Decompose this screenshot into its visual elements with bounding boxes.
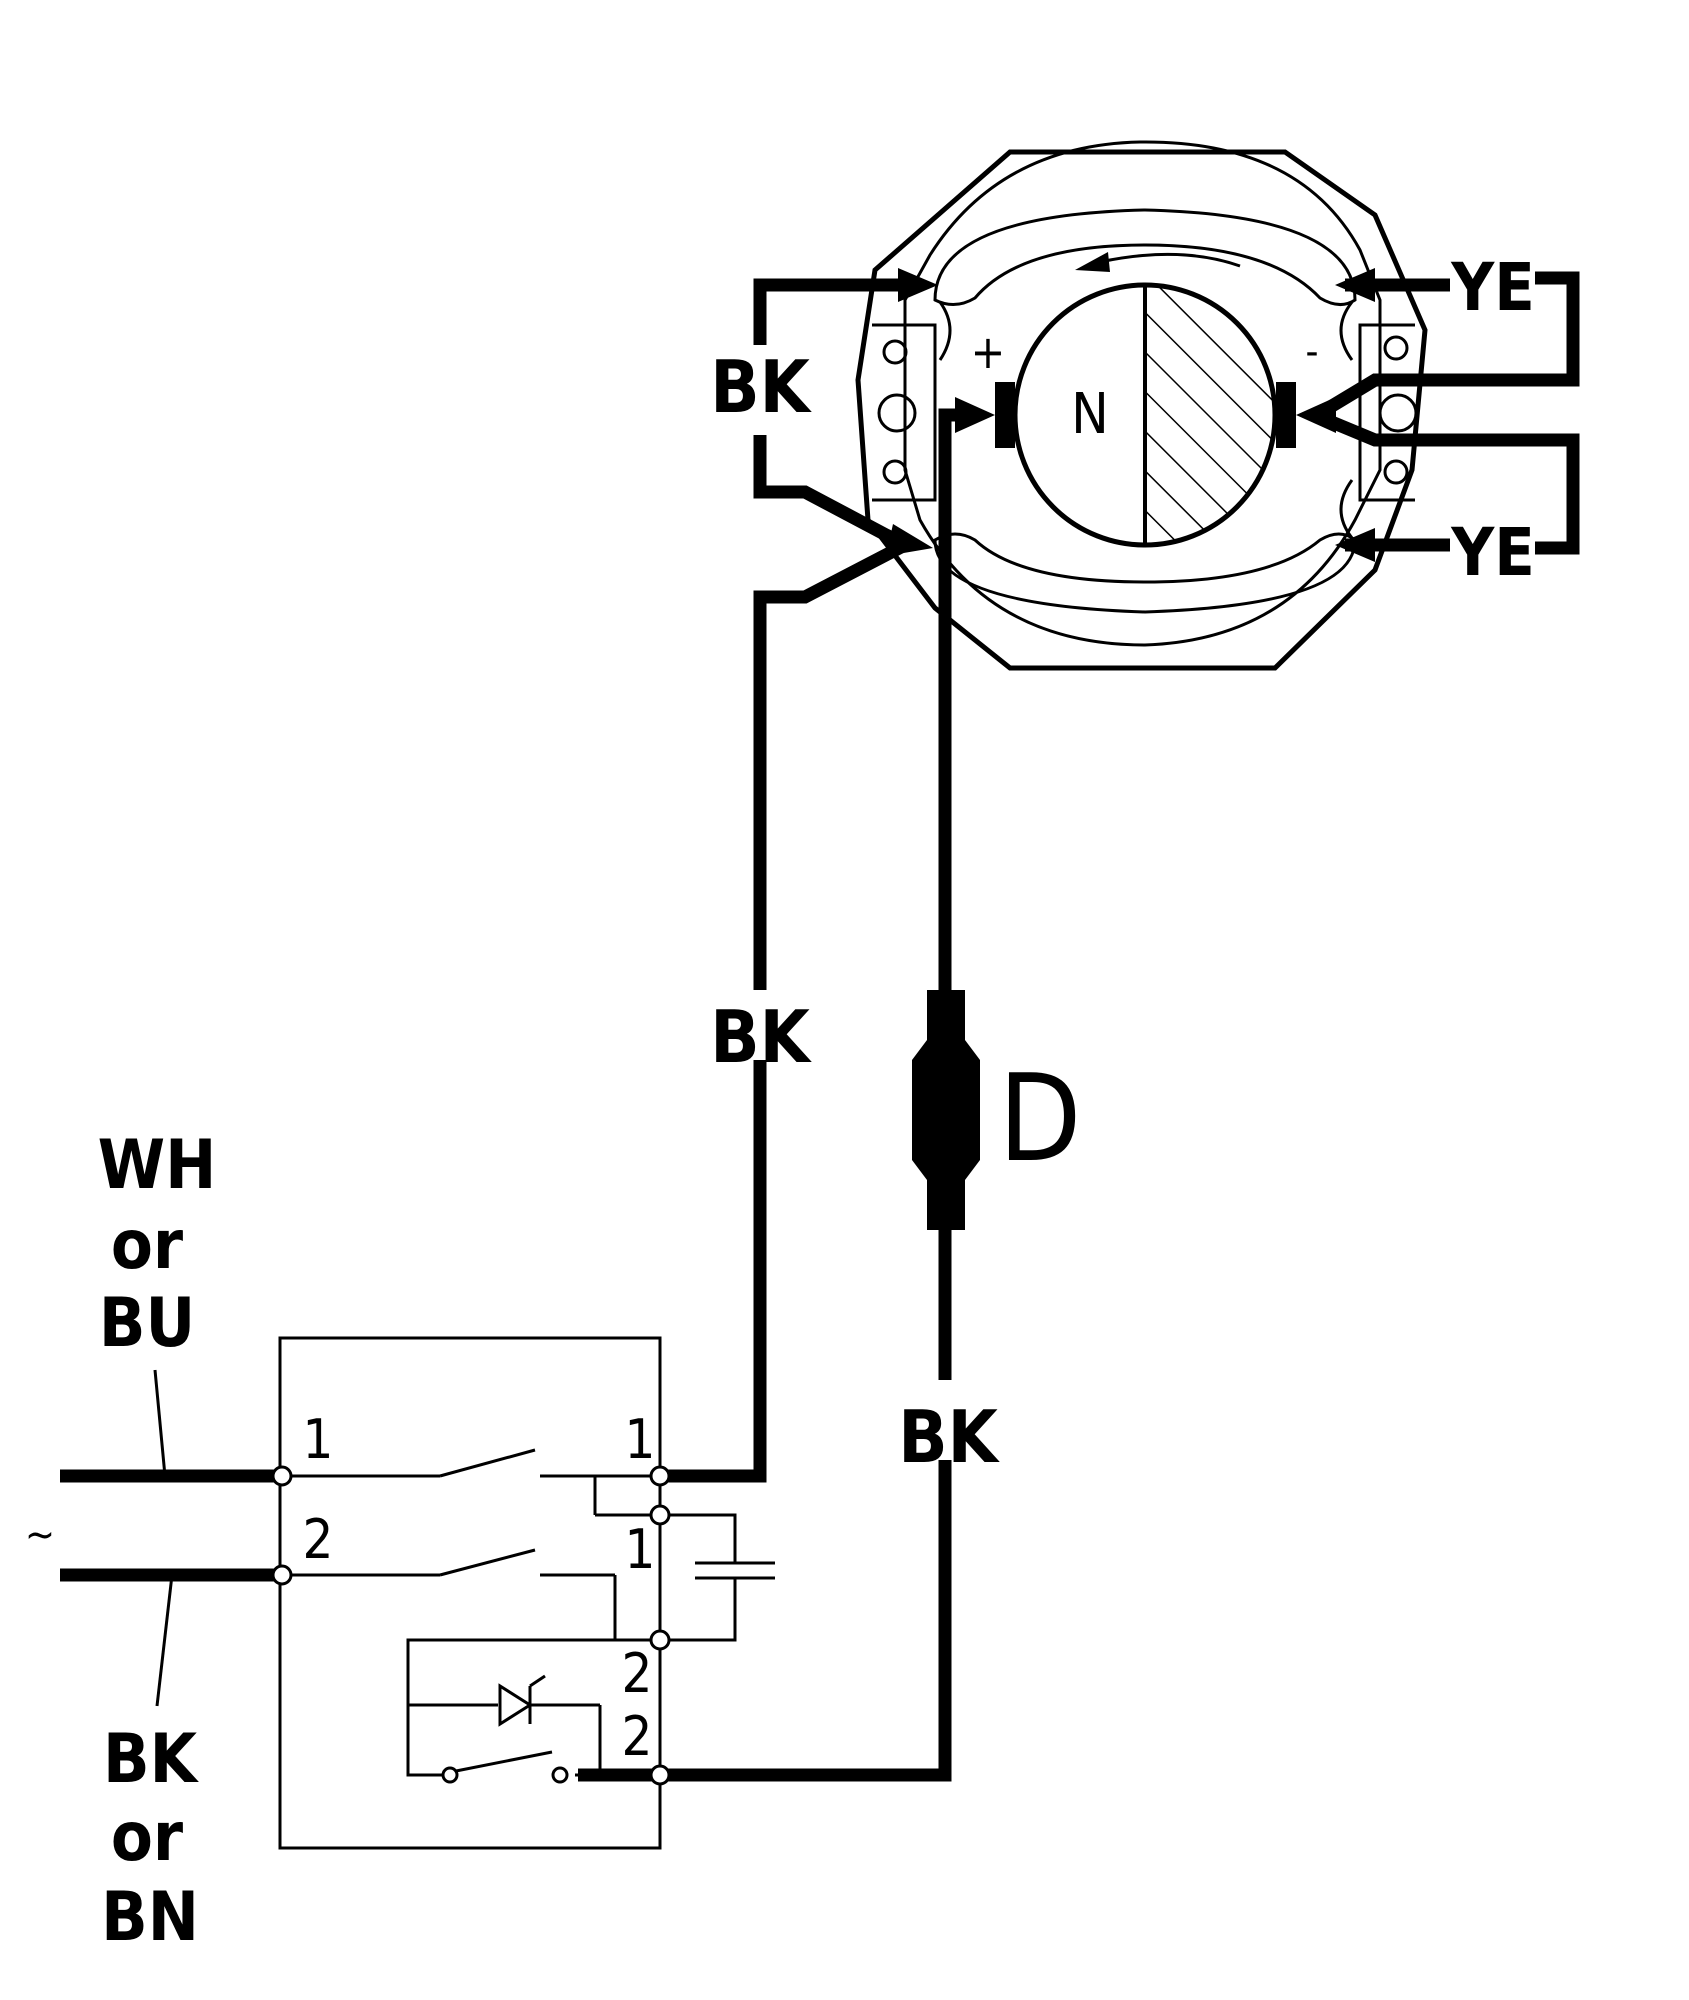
terminal-label-right-2a: 2 [622,1642,653,1705]
bk-label-lower: BK [898,1395,1000,1479]
mains-top-color-line1: WH [98,1126,217,1205]
motor-inner-outline [903,140,1382,647]
bk-wire-switch-to-field [660,1060,767,1483]
mains-bottom-color-line3: BN [101,1878,199,1957]
thermal-switch-contact [455,1750,553,1773]
minus-brush [1276,382,1296,448]
terminal-label-left-1: 1 [303,1408,334,1471]
arrowhead-icon [898,268,938,302]
thyristor-icon [498,1683,533,1727]
mounting-hole [1383,459,1409,485]
inline-component-d [912,990,980,1230]
ac-symbol: ~ [25,1512,55,1558]
motor-left-mounting-plate [872,323,937,502]
terminal-right-1b [649,1504,671,1526]
terminal-label-left-2: 2 [303,1508,334,1571]
plus-brush [995,382,1015,448]
mains-bottom-color-line1: BK [103,1720,200,1799]
terminal-left-2 [271,1564,293,1586]
ye-label-upper: YE [1450,249,1535,326]
leader-line-top [153,1369,167,1477]
bk-wire-switch-to-field-upper [753,539,908,990]
terminal-label-right-1a: 1 [625,1408,656,1471]
pole-piece-contour [938,301,1354,539]
bk-label-upper: BK [710,345,812,429]
switch-housing [278,1336,662,1850]
ye-label-lower: YE [1450,514,1535,591]
mains-top-color-line2: or [111,1206,184,1285]
upper-field-coil [933,208,1357,306]
contact-point [441,1766,459,1784]
contact-point [551,1766,569,1784]
lower-field-coil [933,532,1357,614]
terminal-right-2a [649,1629,671,1651]
magnet-pole-label: N [1071,382,1109,447]
mounting-hole [1378,393,1418,433]
bk-wire-field-link [753,435,909,551]
terminal-left-1 [271,1465,293,1487]
arrowhead-icon [1335,268,1375,302]
motor-wiring [578,268,1580,1782]
rotation-arrowhead-icon [1075,252,1110,272]
thyristor-gate [529,1674,546,1688]
mounting-hole [1383,335,1409,361]
terminal-label-right-2b: 2 [622,1705,653,1768]
mounting-hole [882,339,908,365]
armature-hatched-half [1143,282,1277,548]
bk-wire-plus-brush [938,408,968,990]
switch-contact-2 [439,1548,536,1577]
inline-component-label: D [998,1050,1081,1189]
motor-housing-outline [855,149,1428,671]
mounting-hole [882,459,908,485]
switch-contact-1 [439,1448,536,1478]
leader-line-bottom [155,1574,174,1707]
minus-sign: - [1306,329,1319,375]
capacitor-lead [660,1513,737,1563]
bk-wire-field-top [753,278,905,345]
capacitor-lead [660,1578,737,1642]
arrowhead-icon [1335,528,1375,562]
motor-right-mounting-plate [1358,323,1415,502]
bk-wire-d-to-switch-lower [578,1460,952,1782]
switch-box: ~ 1 [25,1336,775,1850]
ye-wire-upper-return [1318,271,1580,418]
thyristor-loop [406,1638,660,1777]
terminal-right-2b [649,1764,671,1786]
rotation-arrow [1099,252,1241,268]
ye-wire-lower-return [1319,411,1580,555]
bk-label-middle: BK [710,995,812,1079]
motor-assembly: + - N [855,140,1428,671]
mains-bottom-color-line2: or [111,1798,184,1877]
terminal-right-1a [649,1465,671,1487]
mounting-hole [877,393,917,433]
arrowhead-icon [955,397,995,433]
terminal-label-right-1b: 1 [625,1518,656,1581]
mains-top-color-line3: BU [99,1284,195,1363]
plus-sign: + [971,325,1006,379]
